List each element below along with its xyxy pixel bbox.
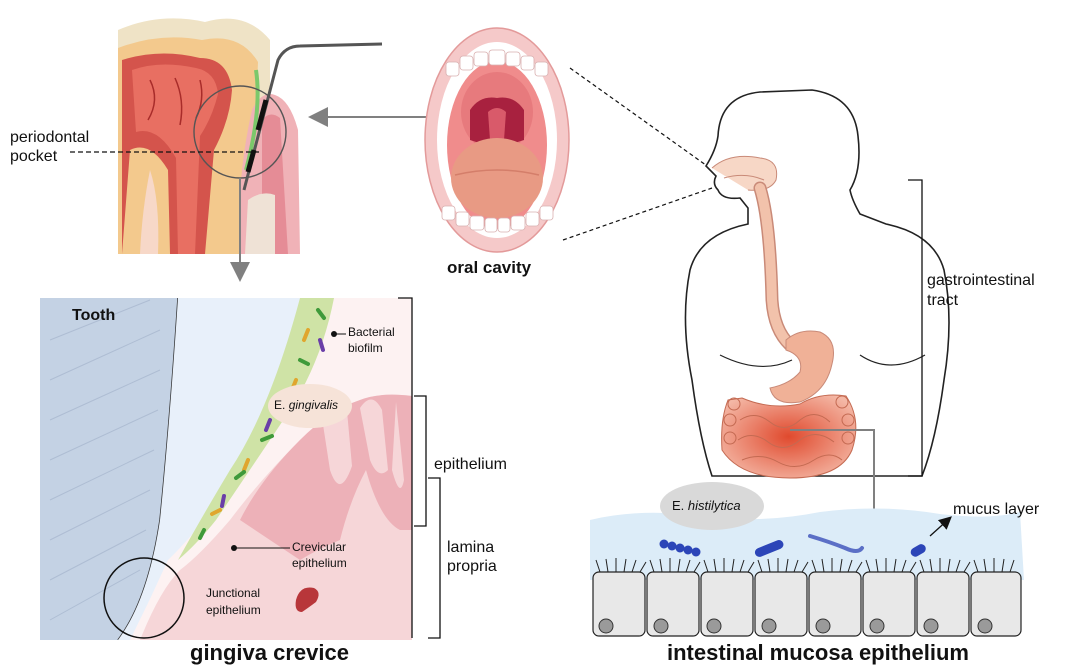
- label-junctional: Junctional: [206, 586, 260, 601]
- epithelium-bracket: [414, 396, 426, 526]
- label-tooth: Tooth: [72, 306, 115, 326]
- label-gastrointestinal: gastrointestinal: [927, 271, 1035, 291]
- label-e-gingivalis-genus: E.: [274, 398, 285, 412]
- label-crevicular: Crevicular: [292, 540, 346, 555]
- label-e-histolytica-genus: E.: [672, 498, 684, 513]
- label-intestinal-mucosa: intestinal mucosa epithelium: [667, 640, 969, 666]
- label-propria: propria: [447, 557, 497, 577]
- label-crevicular-epithelium: epithelium: [292, 556, 347, 571]
- label-epithelium: epithelium: [434, 455, 507, 475]
- label-lamina: lamina: [447, 538, 494, 558]
- label-pocket: pocket: [10, 147, 57, 167]
- tooth-cross-section: [118, 14, 300, 254]
- lamina-propria-bracket: [428, 478, 440, 638]
- oral-cavity-illustration: [425, 28, 569, 252]
- label-e-gingivalis-species: gingivalis: [289, 398, 338, 412]
- label-gingiva-crevice: gingiva crevice: [190, 640, 349, 666]
- zoom-line-lower: [563, 188, 712, 240]
- zoom-line-upper: [570, 68, 710, 168]
- label-e-histolytica: E. histilytica: [672, 498, 741, 513]
- label-oral-cavity: oral cavity: [447, 258, 531, 278]
- label-periodontal: periodontal: [10, 128, 89, 148]
- label-e-histolytica-species: histilytica: [688, 498, 741, 513]
- label-mucus-layer: mucus layer: [953, 500, 1039, 520]
- label-biofilm: biofilm: [348, 341, 383, 356]
- label-tract: tract: [927, 291, 958, 311]
- label-bacterial: Bacterial: [348, 325, 395, 340]
- label-e-gingivalis: E. gingivalis: [274, 398, 338, 413]
- label-junctional-epithelium: epithelium: [206, 603, 261, 618]
- human-body-outline: [685, 90, 949, 478]
